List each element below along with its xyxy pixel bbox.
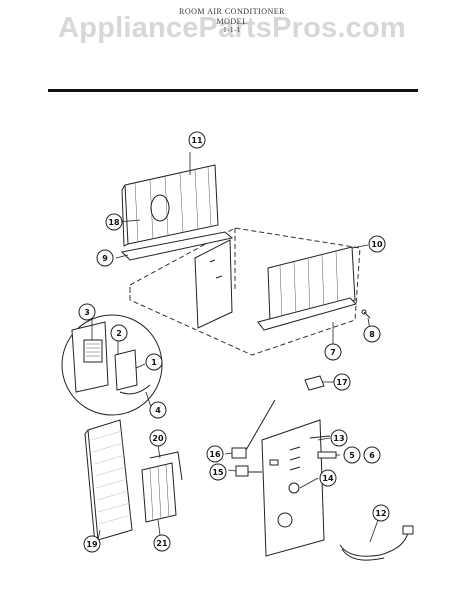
svg-text:15: 15 <box>212 468 224 477</box>
front-grille <box>84 419 133 546</box>
svg-text:18: 18 <box>108 218 120 227</box>
callout-14: 14 <box>319 469 337 487</box>
svg-text:17: 17 <box>336 378 347 387</box>
callout-18: 18 <box>105 213 123 231</box>
svg-text:19: 19 <box>86 540 98 549</box>
rear-coil <box>121 164 219 247</box>
base-pan <box>129 227 361 356</box>
callout-12: 12 <box>372 504 390 522</box>
bracket-part <box>304 375 325 391</box>
header-rule <box>48 89 418 92</box>
svg-text:7: 7 <box>330 348 336 357</box>
svg-text:14: 14 <box>322 474 334 483</box>
header-model-number: 1-1-1 <box>223 26 241 34</box>
svg-text:13: 13 <box>333 434 344 443</box>
callout-5: 5 <box>343 446 361 464</box>
watermark: AppliancePartsPros.com <box>58 12 406 44</box>
callout-21: 21 <box>153 534 171 552</box>
callout-15: 15 <box>209 463 227 481</box>
drain-tray <box>120 231 234 261</box>
callout-10: 10 <box>368 235 386 253</box>
callout-2: 2 <box>110 324 128 342</box>
svg-text:10: 10 <box>371 240 383 249</box>
svg-text:21: 21 <box>156 539 168 548</box>
header-model-label: MODEL <box>216 17 248 26</box>
callout-1: 1 <box>145 353 163 371</box>
svg-text:20: 20 <box>152 434 164 443</box>
callout-6: 6 <box>363 446 381 464</box>
svg-text:12: 12 <box>375 509 386 518</box>
svg-text:8: 8 <box>369 330 375 339</box>
svg-text:3: 3 <box>84 308 90 317</box>
filter-part <box>141 451 183 523</box>
callout-20: 20 <box>149 429 167 447</box>
callout-13: 13 <box>330 429 348 447</box>
callout-8: 8 <box>363 325 381 343</box>
callout-19: 19 <box>83 535 101 553</box>
callout-11: 11 <box>188 131 206 149</box>
control-panel <box>261 419 325 557</box>
screw-part <box>361 309 371 319</box>
svg-text:5: 5 <box>349 451 355 460</box>
callout-9: 9 <box>96 249 114 267</box>
front-coil <box>257 246 357 331</box>
detail-magnifier <box>61 314 163 416</box>
svg-text:16: 16 <box>209 450 221 459</box>
svg-text:4: 4 <box>155 406 161 415</box>
svg-text:2: 2 <box>116 329 122 338</box>
power-cord <box>339 525 414 561</box>
callout-16: 16 <box>206 445 224 463</box>
callout-3: 3 <box>78 303 96 321</box>
svg-text:6: 6 <box>369 451 375 460</box>
callout-7: 7 <box>324 343 342 361</box>
svg-text:9: 9 <box>102 254 108 263</box>
svg-text:1: 1 <box>151 358 157 367</box>
callout-17: 17 <box>333 373 351 391</box>
partition-panel <box>194 239 233 329</box>
callout-4: 4 <box>149 401 167 419</box>
svg-text:11: 11 <box>191 136 203 145</box>
header-title: ROOM AIR CONDITIONER <box>179 7 285 16</box>
